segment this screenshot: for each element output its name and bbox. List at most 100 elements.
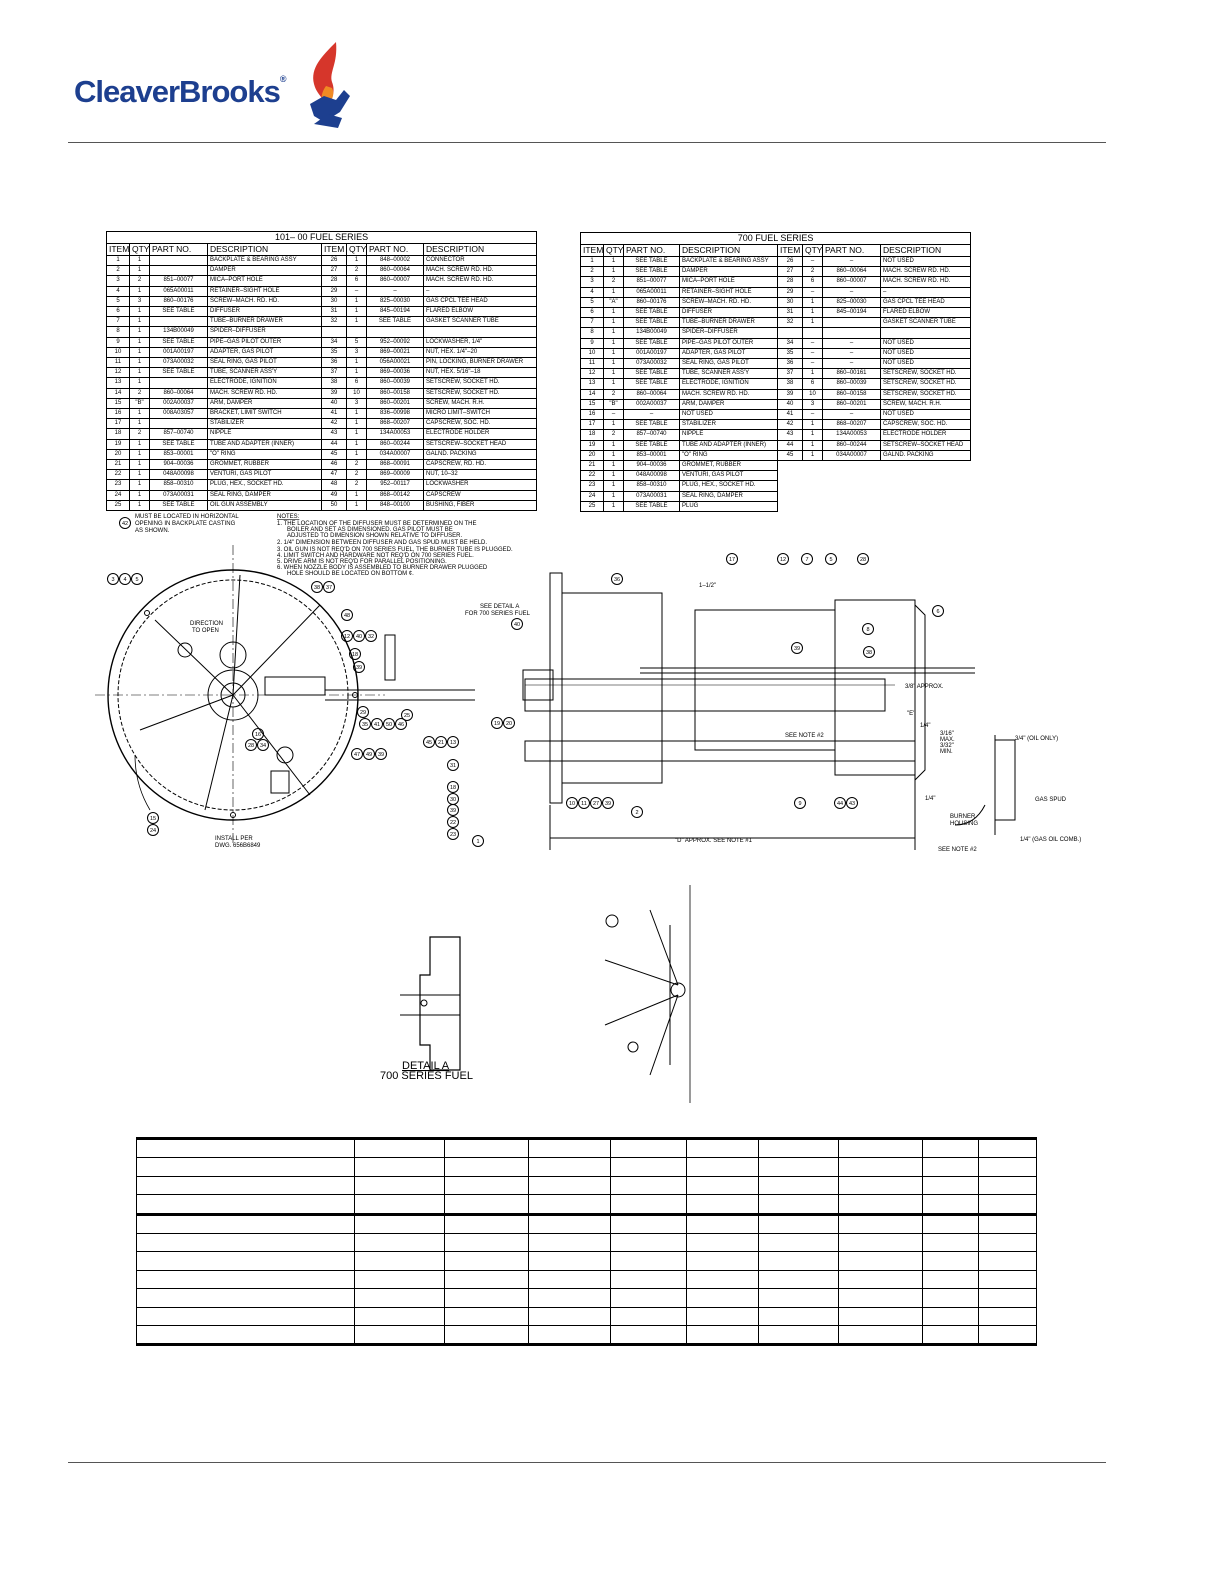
table-cell: [922, 1157, 979, 1177]
table-cell: 7: [580, 317, 604, 329]
table-cell: [823, 461, 881, 471]
table-cell: [136, 1269, 355, 1290]
table-cell: SCREW, MACH. R.H.: [879, 398, 972, 411]
table-cell: [610, 1194, 687, 1215]
table-cell: 17: [580, 419, 604, 431]
table-cell: GROMMET, RUBBER: [679, 460, 778, 472]
table-cell: MACH. SCREW RD. HD.: [207, 387, 322, 399]
item-balloon: [245, 739, 257, 751]
table-cell: [978, 1288, 1037, 1308]
table-row: [136, 1136, 1037, 1159]
table-cell: GASKET SCANNER TUBE: [422, 316, 538, 328]
item-balloon: [491, 717, 503, 729]
table-cell: GALND. PACKING: [422, 448, 538, 461]
svg-text:5. DRIVE ARM IS NOT REQ'D FOR: 5. DRIVE ARM IS NOT REQ'D FOR PARALLEL P…: [277, 559, 447, 565]
table-cell: 32: [777, 317, 803, 329]
table-cell: 27: [777, 266, 803, 278]
table-cell: 1: [802, 307, 823, 319]
item-balloon: [801, 553, 813, 565]
table-cell: [823, 471, 881, 481]
item-balloon: [834, 797, 846, 809]
table-cell: 1: [129, 285, 150, 297]
svg-text:DETAIL A: DETAIL A: [402, 1060, 450, 1072]
table-cell: [838, 1136, 923, 1159]
table-cell: 9: [580, 337, 604, 349]
table-cell: SETSCREW, SOCKET HD.: [879, 368, 972, 380]
table-cell: SPIDER–DIFFUSER: [207, 326, 322, 338]
table-cell: GALND. PACKING: [879, 449, 972, 462]
table-cell: TUBE AND ADAPTER (INNER): [679, 439, 778, 451]
table-cell: 1: [129, 459, 150, 471]
table-cell: [881, 481, 971, 491]
table-cell: 14: [580, 388, 604, 400]
table-cell: [686, 1306, 759, 1326]
table-cell: SEE TABLE: [149, 438, 208, 450]
table-cell: [686, 1232, 759, 1253]
table-cell: [149, 254, 208, 267]
table-cell: 002A00037: [149, 397, 208, 410]
table-cell: 1: [129, 265, 150, 277]
table-cell: SEE TABLE: [623, 255, 680, 268]
table-cell: –: [822, 286, 881, 298]
item-balloon-label: 36: [614, 577, 620, 583]
detail-a-drawing: DETAIL A 700 SERIES FUEL: [380, 885, 691, 1103]
table-cell: –: [366, 285, 424, 297]
table-cell: RETAINER–SIGHT HOLE: [207, 285, 322, 297]
item-balloon-label: 29: [360, 710, 366, 716]
table-cell: 9: [106, 336, 130, 348]
table-cell: [978, 1194, 1037, 1215]
table-cell: [838, 1306, 923, 1326]
table-cell: 1: [129, 489, 150, 501]
svg-text:2. 1/4" DIMENSION BETWEEN DIFF: 2. 1/4" DIMENSION BETWEEN DIFFUSER AND G…: [277, 540, 487, 546]
table-cell: ELECTRODE, IGNITION: [679, 378, 778, 390]
table-cell: 1: [346, 418, 367, 430]
table-cell: MACH. SCREW RD. HD.: [879, 266, 972, 278]
table-cell: –: [802, 286, 823, 298]
table-cell: [802, 327, 823, 339]
table-cell: 2: [106, 265, 130, 277]
table-cell: FLARED ELBOW: [422, 306, 538, 318]
item-balloon-label: 10: [569, 801, 575, 807]
table-cell: [444, 1232, 529, 1253]
table-cell: [354, 1324, 445, 1347]
table-cell: [444, 1194, 529, 1215]
column-header: ITEM: [106, 243, 130, 256]
burner-side-view: [522, 572, 1016, 850]
table-cell: 5: [580, 296, 604, 309]
table-cell: –: [603, 409, 624, 421]
table-cell: [149, 316, 208, 328]
table-cell: 18: [580, 429, 604, 441]
table-cell: [354, 1269, 445, 1290]
table-cell: [528, 1269, 611, 1290]
item-balloon-label: 21: [438, 740, 444, 746]
table-cell: 1: [129, 377, 150, 389]
table-cell: SETSCREW–SOCKET HEAD: [879, 439, 972, 451]
table-cell: [978, 1136, 1037, 1159]
item-balloon: [472, 835, 484, 847]
table-cell: 1: [129, 438, 150, 450]
item-balloon-label: 7: [805, 557, 808, 563]
table-cell: 6: [346, 377, 367, 389]
table-row: [136, 1194, 1037, 1215]
table-cell: 42: [777, 419, 803, 431]
table-cell: MICA–PORT HOLE: [207, 275, 322, 287]
item-balloon-label: 38: [314, 585, 320, 591]
item-balloon-label: 15: [150, 816, 156, 822]
table-cell: [803, 461, 823, 471]
item-balloon: [423, 736, 435, 748]
table-cell: 825–00030: [822, 296, 881, 309]
table-cell: 22: [580, 470, 604, 482]
cleaver-brooks-logo: CleaverBrooks®: [74, 38, 364, 130]
flame-icon: [310, 42, 350, 128]
item-balloon: [857, 553, 869, 565]
table-cell: [978, 1324, 1037, 1347]
table-cell: 858–00310: [149, 479, 208, 491]
table-cell: [922, 1269, 979, 1290]
table-cell: 13: [106, 377, 130, 389]
